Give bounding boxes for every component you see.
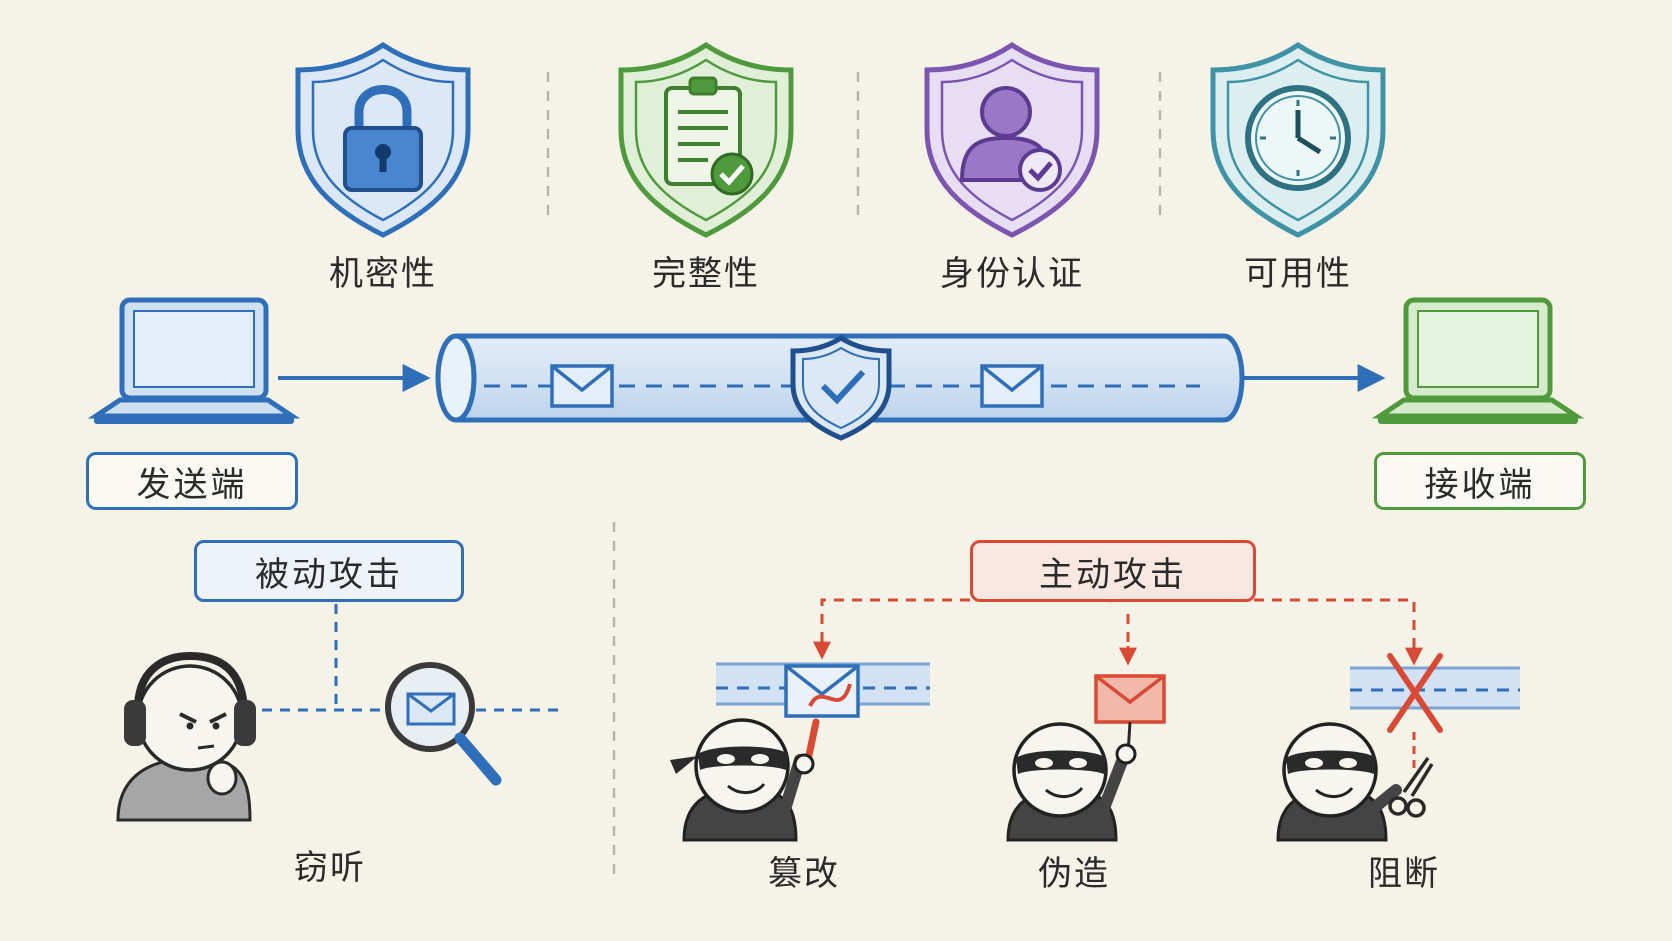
pillar-label-integrity: 完整性 xyxy=(652,254,760,294)
shield-availability xyxy=(1210,41,1386,238)
passive-connector xyxy=(262,604,564,712)
hacker-figure-interrupt xyxy=(1276,722,1434,842)
receiver-box: 接收端 xyxy=(1374,452,1586,510)
pillar-label-availability: 可用性 xyxy=(1244,254,1352,294)
tamper-channel xyxy=(716,662,930,718)
passive-attack-box: 被动攻击 xyxy=(194,540,464,602)
attack-label-interrupt: 阻断 xyxy=(1368,854,1440,894)
pillar-label-confidentiality: 机密性 xyxy=(329,254,437,294)
clipboard-check-icon xyxy=(664,76,754,196)
lock-icon xyxy=(343,85,423,192)
scissors-icon xyxy=(1388,756,1434,818)
hacker-figure-forge xyxy=(1006,721,1137,842)
eavesdropper-figure xyxy=(116,651,256,822)
interrupt-channel xyxy=(1350,653,1520,770)
receiver-laptop xyxy=(1371,297,1585,424)
magnifier-icon xyxy=(385,662,502,786)
shield-integrity xyxy=(618,41,794,238)
block-x-icon xyxy=(1387,653,1443,733)
pillar-separators xyxy=(546,72,1162,222)
active-connector xyxy=(820,598,1416,652)
user-check-icon xyxy=(959,86,1062,192)
shield-confidentiality xyxy=(295,41,471,238)
attack-label-tamper: 篡改 xyxy=(768,854,840,894)
pillar-label-authentication: 身份认证 xyxy=(940,254,1084,294)
forged-envelope-icon xyxy=(1094,674,1166,724)
envelope-icon xyxy=(550,364,614,408)
shield-check-icon xyxy=(790,335,892,441)
clock-icon xyxy=(1245,85,1351,191)
sender-box: 发送端 xyxy=(86,452,298,510)
sender-laptop xyxy=(87,297,301,424)
shield-authentication xyxy=(924,41,1100,238)
envelope-icon xyxy=(980,364,1044,408)
hacker-figure-tamper xyxy=(670,718,820,842)
attack-label-forge: 伪造 xyxy=(1038,854,1110,894)
active-attack-box: 主动攻击 xyxy=(970,540,1256,602)
attack-label-eavesdrop: 窃听 xyxy=(294,848,366,888)
